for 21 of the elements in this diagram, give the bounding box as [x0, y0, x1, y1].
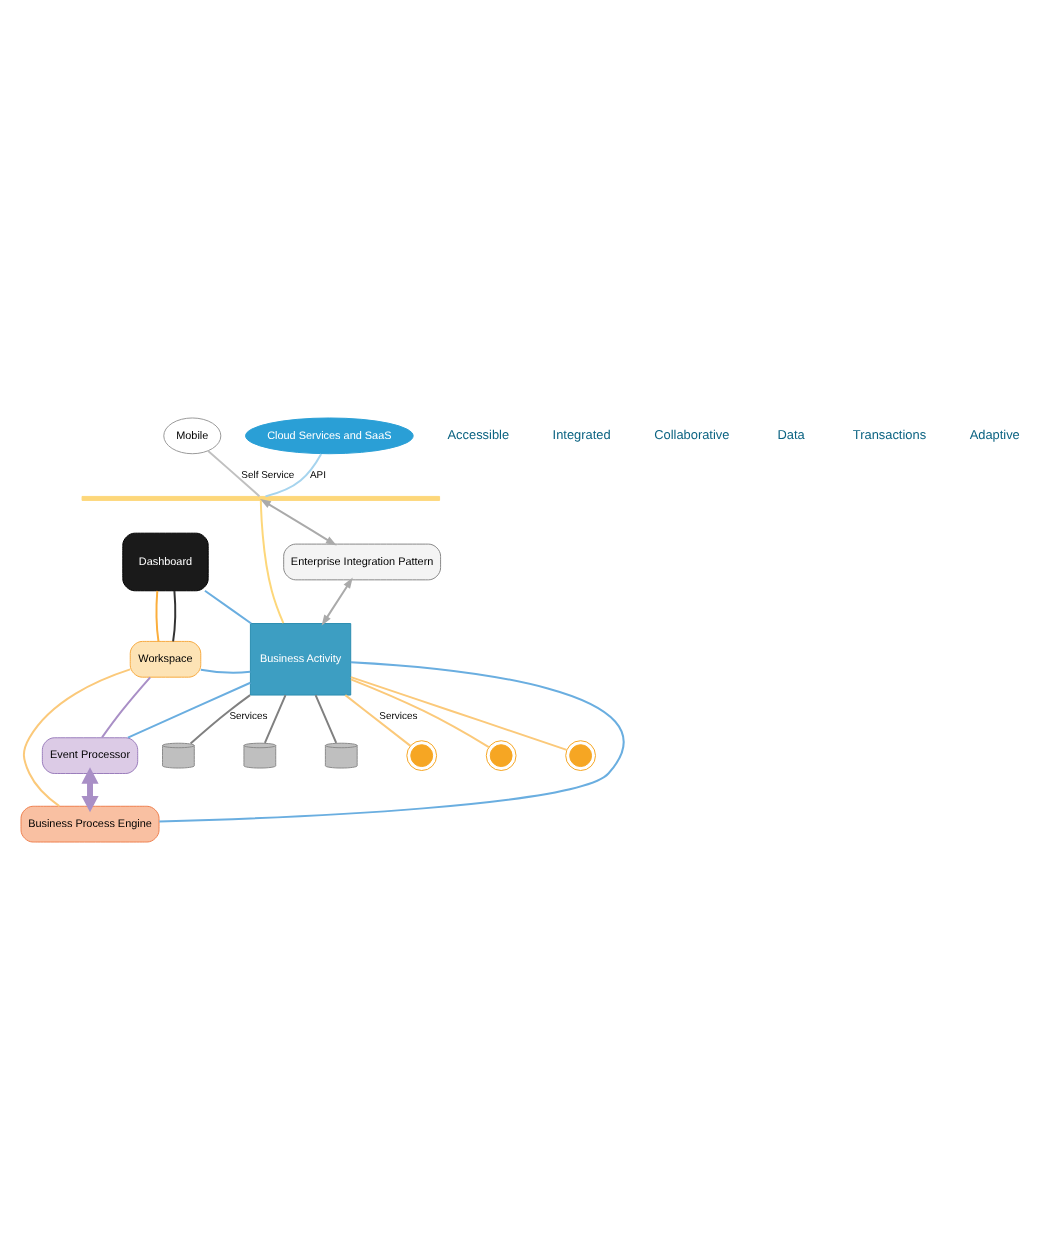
- connector: [101, 675, 152, 738]
- arrow: [81, 766, 99, 812]
- connector: [158, 660, 625, 822]
- connector: [203, 588, 253, 624]
- arrow: [321, 576, 353, 625]
- connector: [199, 667, 252, 673]
- arrow: [260, 497, 337, 545]
- connector: [344, 693, 412, 746]
- connector: [207, 448, 261, 497]
- connector: [263, 693, 287, 743]
- connector: [155, 588, 160, 642]
- connector: [349, 677, 490, 748]
- connector: [349, 675, 568, 750]
- connector: [314, 693, 338, 743]
- node-bar: [81, 494, 441, 500]
- connector: [264, 451, 323, 497]
- connector: [126, 680, 252, 738]
- connector: [22, 667, 132, 807]
- connector: [172, 588, 177, 642]
- connector: [189, 693, 252, 744]
- connector: [259, 498, 285, 624]
